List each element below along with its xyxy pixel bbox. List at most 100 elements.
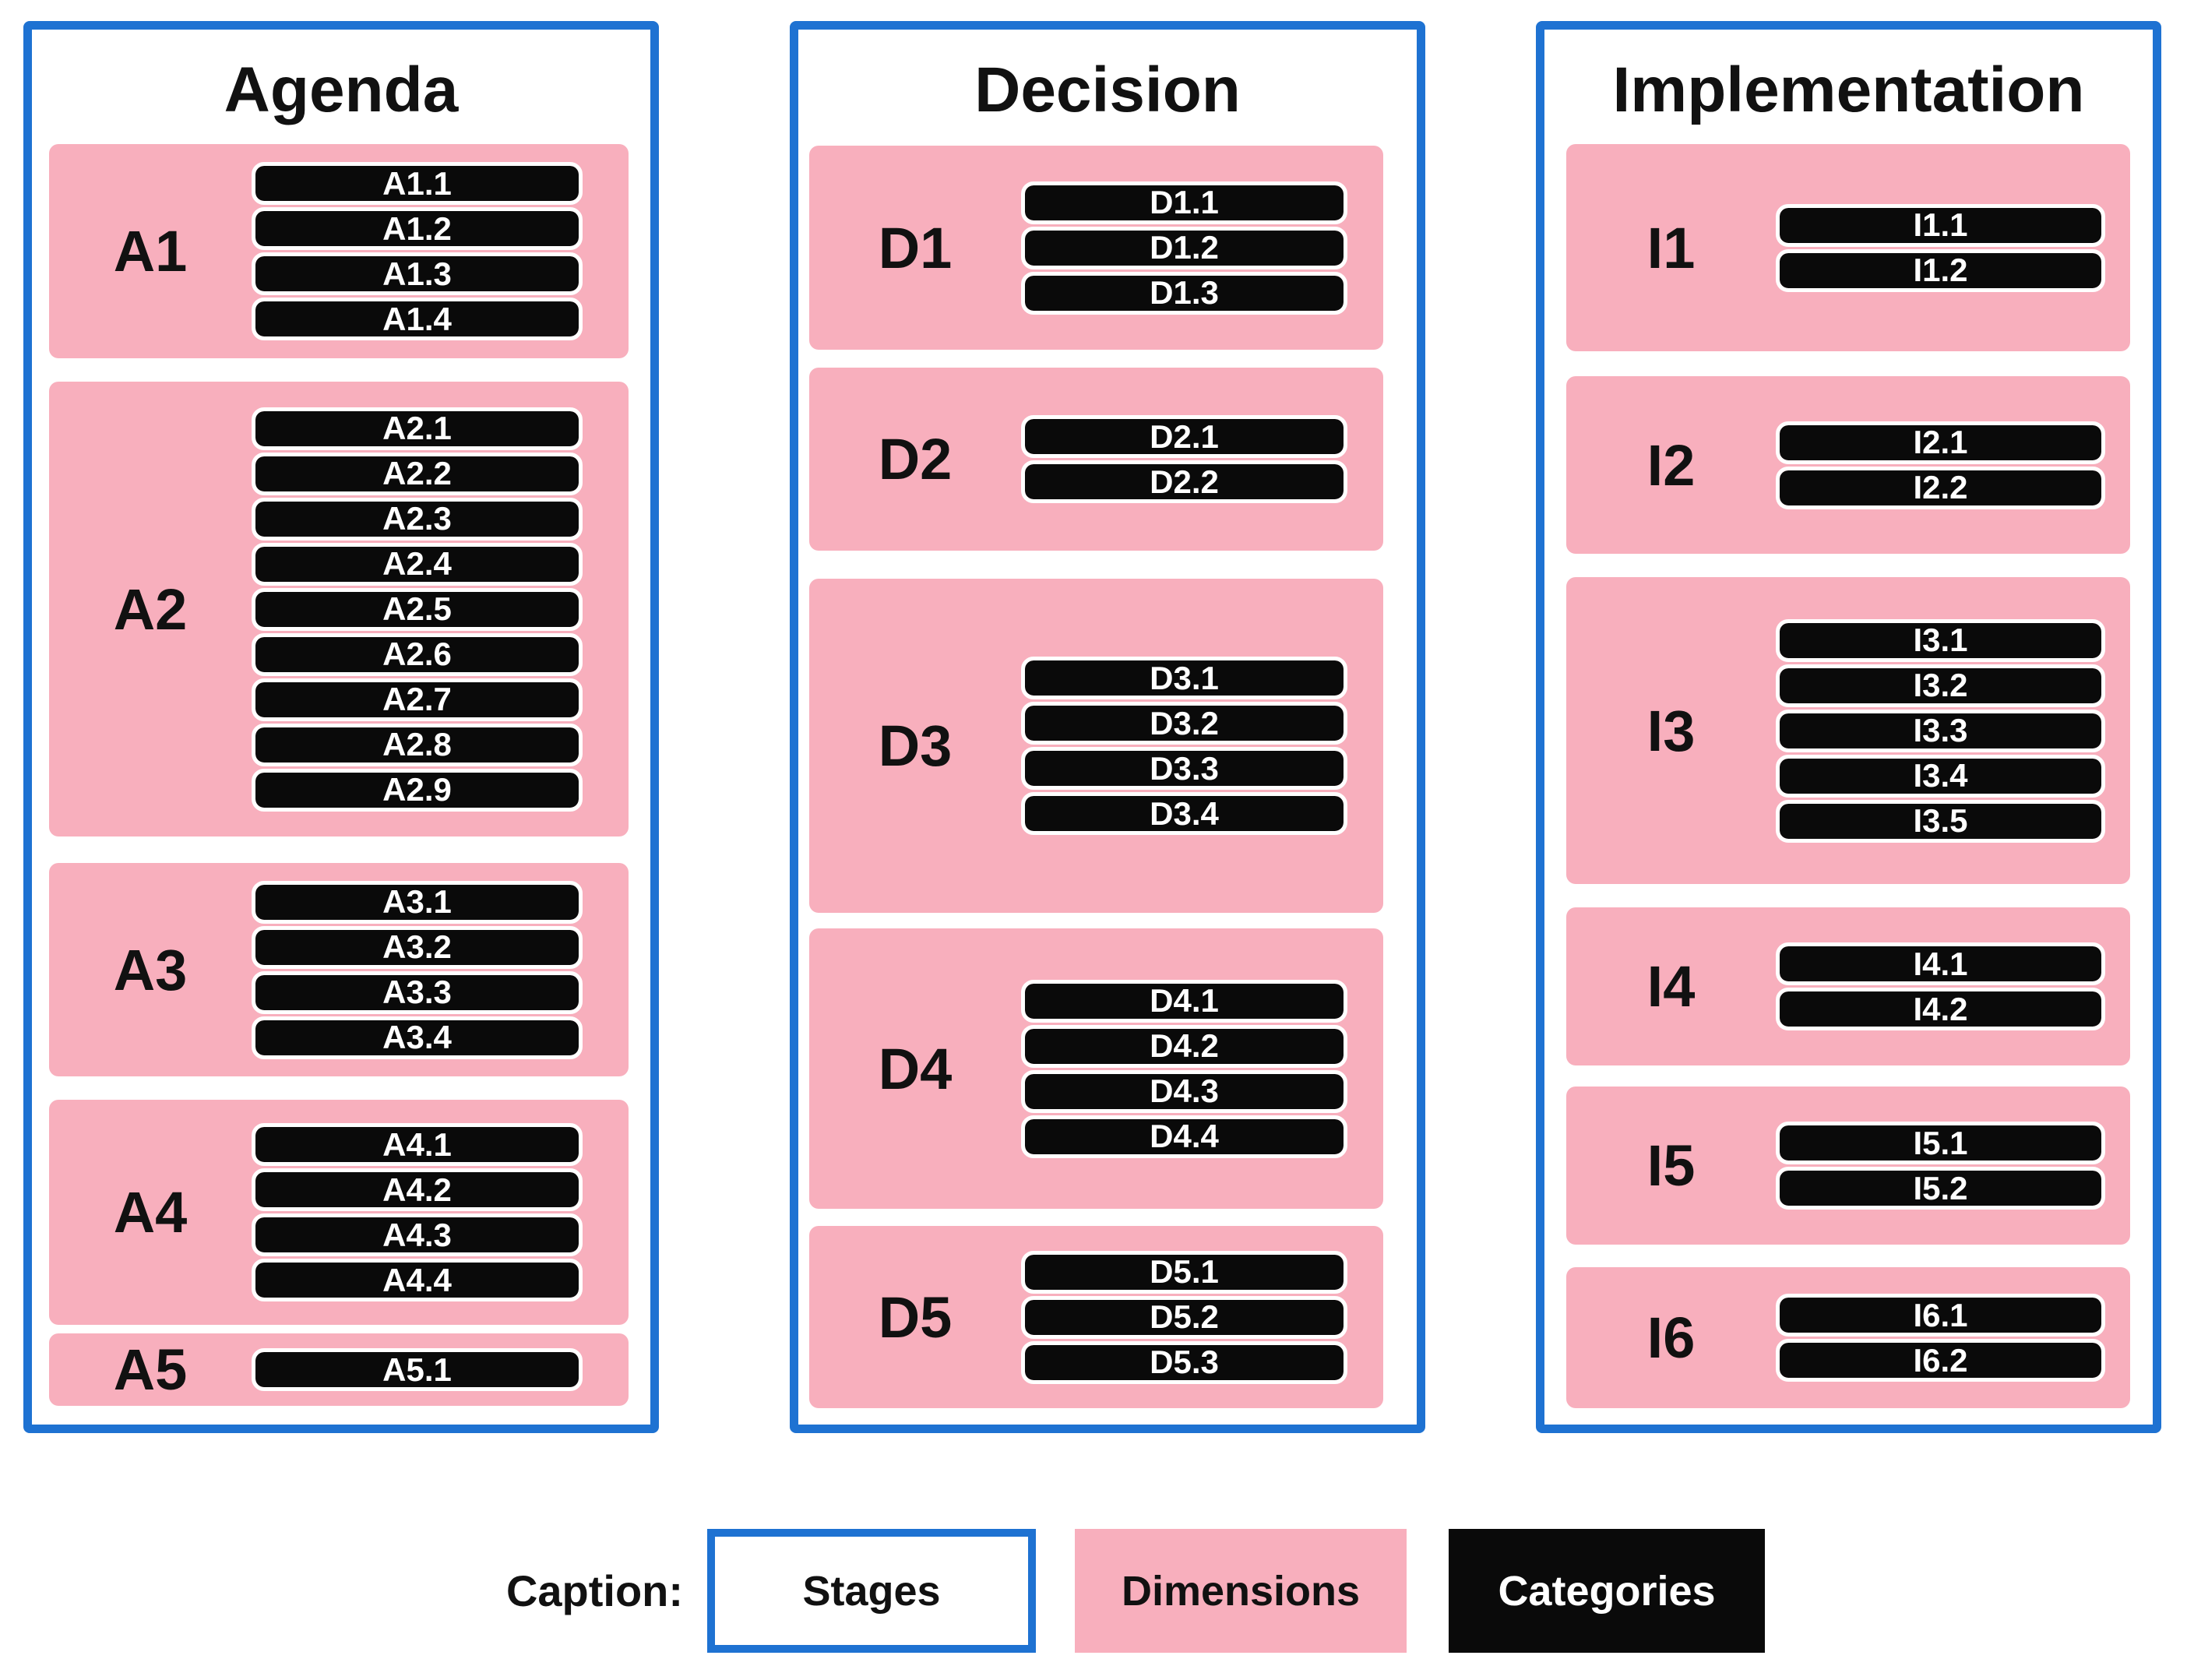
category-bar-I6.1: I6.1 — [1776, 1294, 2105, 1337]
category-bar-A2.1: A2.1 — [252, 407, 583, 450]
category-bar-A3.4: A3.4 — [252, 1016, 583, 1059]
category-bar-D3.1: D3.1 — [1021, 657, 1347, 699]
category-bar-A2.2: A2.2 — [252, 452, 583, 495]
caption-label: Caption: — [505, 1566, 683, 1615]
category-bar-A1.3: A1.3 — [252, 252, 583, 295]
category-bar-D3.2: D3.2 — [1021, 702, 1347, 745]
legend-dimensions-box: Dimensions — [1075, 1529, 1407, 1653]
category-bar-I3.2: I3.2 — [1776, 664, 2105, 707]
dimension-label: A5 — [113, 1337, 188, 1402]
category-bar-A1.2: A1.2 — [252, 207, 583, 250]
stage-title: Agenda — [224, 55, 459, 125]
category-bar-A2.3: A2.3 — [252, 497, 583, 541]
legend-categories-label: Categories — [1498, 1567, 1716, 1615]
category-bar-D3.3: D3.3 — [1021, 747, 1347, 790]
category-bar-I4.1: I4.1 — [1776, 942, 2105, 985]
dimension-label: I4 — [1646, 954, 1696, 1019]
category-bar-I2.2: I2.2 — [1776, 466, 2105, 509]
category-bar-A2.5: A2.5 — [252, 587, 583, 631]
dimension-label: I5 — [1646, 1133, 1696, 1198]
category-bar-D5.2: D5.2 — [1021, 1295, 1347, 1339]
category-bar-D2.2: D2.2 — [1021, 460, 1347, 503]
category-bar-A3.3: A3.3 — [252, 970, 583, 1014]
category-bar-D1.3: D1.3 — [1021, 271, 1347, 315]
category-bar-D1.1: D1.1 — [1021, 181, 1347, 224]
legend-stages-box: Stages — [707, 1529, 1036, 1653]
category-bar-I5.1: I5.1 — [1776, 1122, 2105, 1164]
dimension-label: D2 — [878, 427, 953, 491]
category-bar-A2.8: A2.8 — [252, 723, 583, 766]
dimension-label: A1 — [113, 219, 188, 284]
category-bar-D5.1: D5.1 — [1021, 1250, 1347, 1294]
legend-dimensions-label: Dimensions — [1121, 1567, 1361, 1615]
category-bar-A4.1: A4.1 — [252, 1123, 583, 1166]
category-bar-A4.2: A4.2 — [252, 1168, 583, 1211]
stage-title: Decision — [974, 55, 1241, 125]
dimension-block-A5: A5 A5.1 — [49, 1333, 629, 1406]
category-bar-A2.7: A2.7 — [252, 678, 583, 721]
category-bar-I3.1: I3.1 — [1776, 618, 2105, 662]
category-bar-D4.1: D4.1 — [1021, 979, 1347, 1023]
category-bar-A4.4: A4.4 — [252, 1259, 583, 1301]
category-bar-I1.2: I1.2 — [1776, 248, 2105, 292]
category-bar-A4.3: A4.3 — [252, 1213, 583, 1256]
category-bar-A5.1: A5.1 — [252, 1348, 583, 1391]
category-bar-D3.4: D3.4 — [1021, 792, 1347, 835]
category-bar-A2.6: A2.6 — [252, 632, 583, 676]
category-bar-A2.4: A2.4 — [252, 542, 583, 586]
category-bar-A3.1: A3.1 — [252, 880, 583, 924]
category-bar-A3.2: A3.2 — [252, 925, 583, 969]
category-bar-I3.4: I3.4 — [1776, 754, 2105, 798]
category-bar-I2.1: I2.1 — [1776, 421, 2105, 464]
category-bar-I6.2: I6.2 — [1776, 1339, 2105, 1382]
dimension-label: I3 — [1646, 698, 1696, 763]
stage-title: Implementation — [1612, 55, 2085, 125]
dimension-label: A4 — [113, 1180, 188, 1245]
category-bar-I4.2: I4.2 — [1776, 988, 2105, 1030]
dimension-label: A2 — [113, 576, 188, 642]
category-bar-D1.2: D1.2 — [1021, 226, 1347, 269]
dimension-label: D1 — [878, 215, 953, 280]
dimension-label: I2 — [1646, 432, 1696, 498]
category-bar-I3.3: I3.3 — [1776, 709, 2105, 752]
dimension-label: D5 — [878, 1284, 953, 1350]
category-stack: A5.1 — [252, 1333, 583, 1406]
dimension-label: D4 — [878, 1036, 953, 1101]
dimension-label: I1 — [1646, 215, 1696, 280]
category-bar-D4.2: D4.2 — [1021, 1024, 1347, 1068]
category-bar-A2.9: A2.9 — [252, 768, 583, 812]
